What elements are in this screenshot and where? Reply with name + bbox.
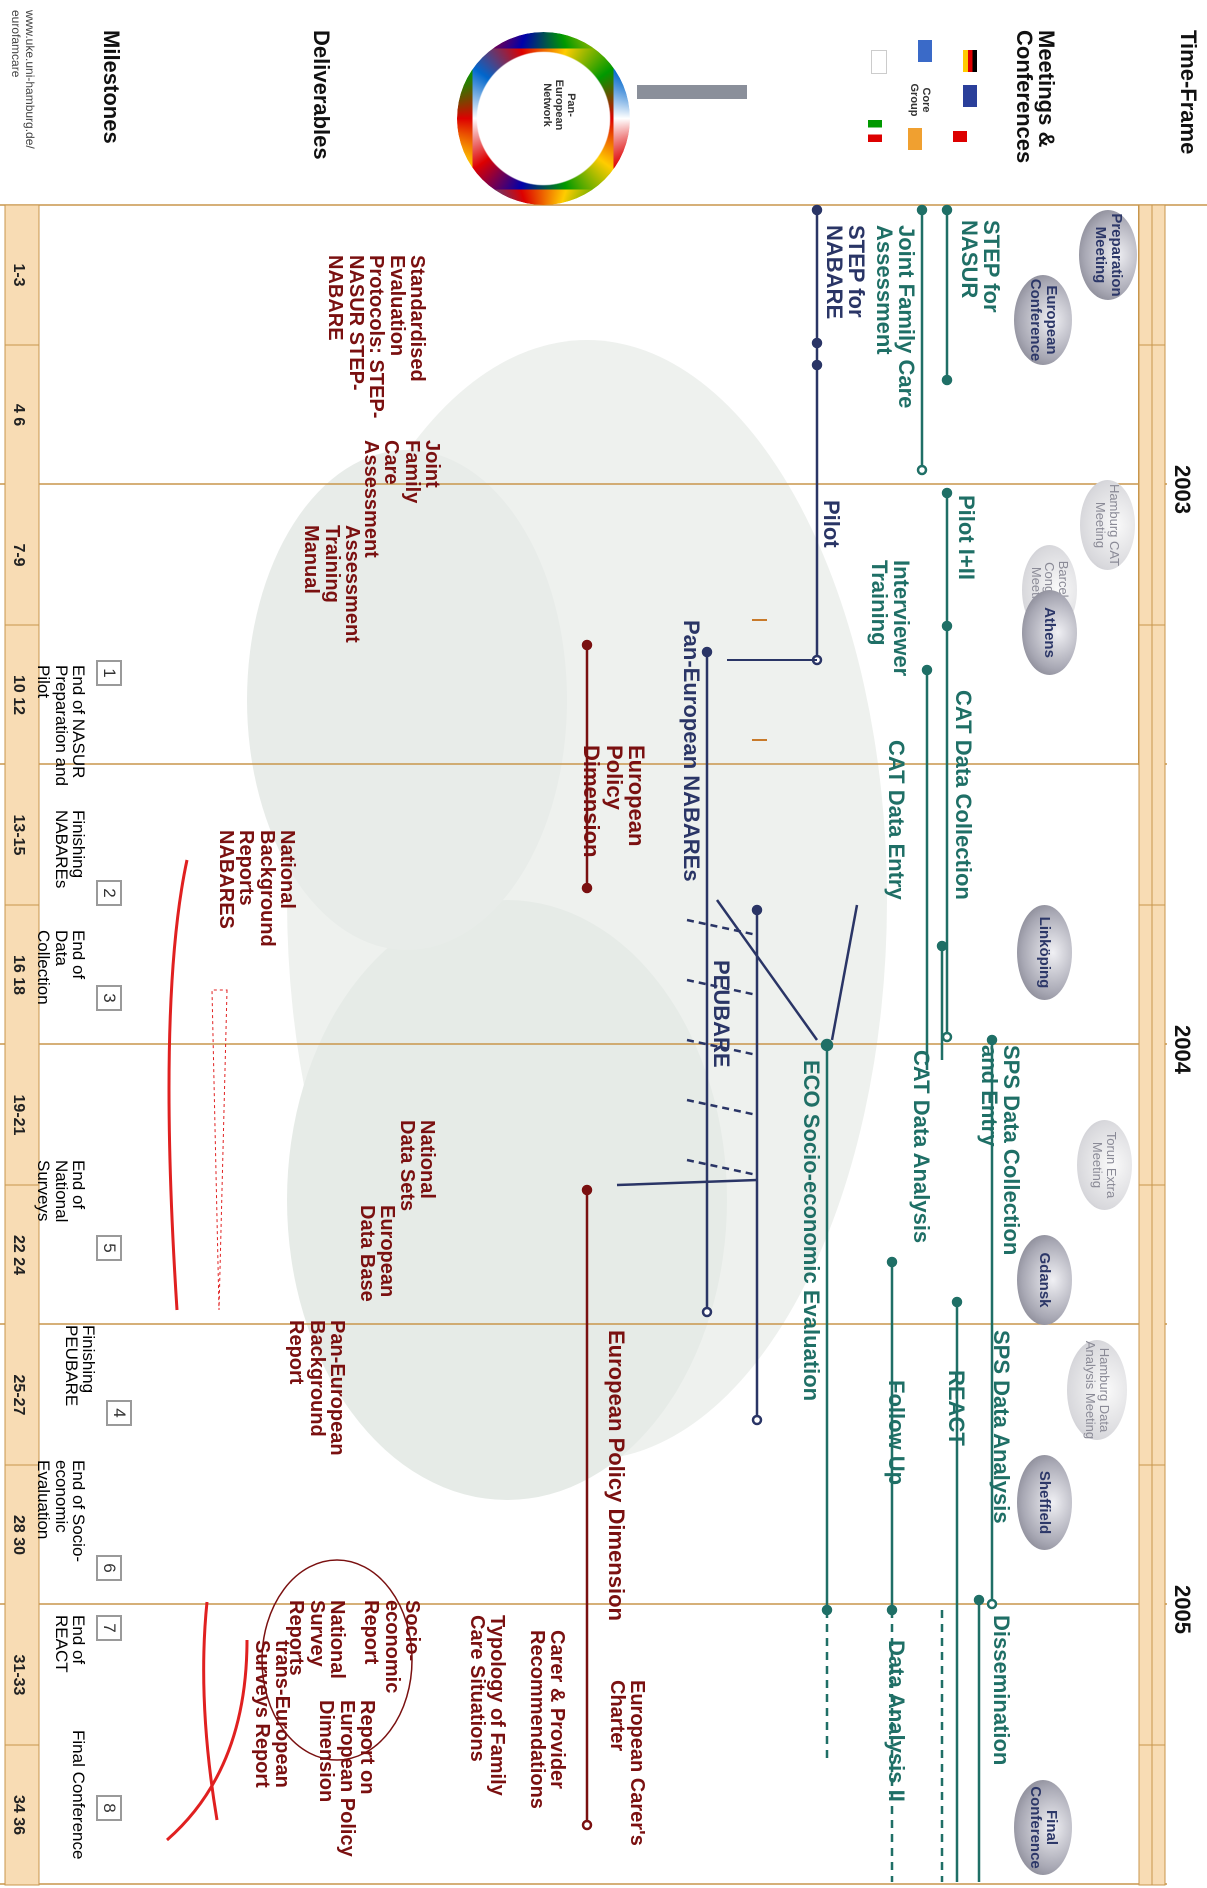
activity-follow-up: Follow Up [884, 1380, 909, 1486]
milestone-number: 3 [96, 985, 122, 1011]
deliverable-national-survey-reports: National Survey Reports [285, 1600, 348, 1679]
pan-european-network: Pan-European Network [457, 20, 642, 205]
period-label: 16 18 [10, 954, 27, 996]
period-label: 4 6 [10, 403, 27, 427]
flag-icon [963, 85, 977, 107]
row-header-meetings: Meetings & Conferences [1011, 30, 1059, 164]
row-header-milestones: Milestones [99, 30, 124, 144]
activity-cat-collection: CAT Data Collection [951, 690, 976, 900]
milestone-number: 8 [96, 1795, 122, 1821]
milestone-number: 7 [96, 1615, 122, 1641]
activity-interviewer-training: Interviewer Training [866, 560, 914, 677]
milestone-text: Final Conference [69, 1730, 88, 1860]
deliverable-national-data-sets: National Data Sets [395, 1120, 438, 1212]
flag-icon [868, 120, 882, 142]
meeting-final-conference: Final Conference [1014, 1780, 1072, 1875]
meeting-torun: Torun Extra Meeting [1077, 1120, 1132, 1210]
milestone-text: End of Data Collection [34, 930, 88, 1005]
deliverable-pan-european-report: Pan-European Background Report [285, 1320, 348, 1456]
network-label: Pan-European Network [540, 79, 577, 131]
flag-icon [953, 120, 967, 142]
period-label: 10 12 [10, 674, 27, 716]
milestone-number: 2 [96, 880, 122, 906]
deliverable-carer-provider-recommendations: Carer & Provider Recommendations [525, 1630, 568, 1809]
milestone-text: End of NASUR Preparation and Pilot [34, 665, 88, 786]
activity-cat-entry: CAT Data Entry [884, 740, 909, 900]
deliverable-nabares: National Background Reports NABARES [214, 830, 298, 947]
activity-european-policy-dimension-1: European Policy Dimension [579, 745, 649, 858]
milestone-number: 4 [106, 1400, 132, 1426]
milestone-text: Finishing PEUBARE [61, 1325, 98, 1407]
period-label: 7-9 [10, 543, 27, 567]
milestone-text: Finishing NABAREs [51, 810, 88, 889]
meeting-european-conference: European Conference [1014, 275, 1072, 365]
meeting-hamburg-data-analysis: Hamburg Data Analysis Meeting [1067, 1340, 1127, 1440]
deliverable-step-protocols: Standardised Evaluation Protocols: STEP-… [324, 255, 428, 419]
period-label: 1-3 [10, 263, 27, 287]
deliverable-trans-european-report: trans-European Surveys Report [250, 1640, 293, 1788]
activity-step-nasur: STEP for NASUR [956, 220, 1004, 313]
activity-sps-collection: SPS Data Collection and Entry [976, 1045, 1024, 1256]
activity-data-analysis-2: Data Analysis II [884, 1640, 909, 1802]
meeting-sheffield: Sheffield [1017, 1455, 1072, 1550]
activity-peubare: PEUBARE [709, 960, 734, 1068]
row-header-time-frame: Time-Frame [1176, 30, 1201, 155]
activity-pan-european-nabares: Pan-European NABAREs [679, 620, 704, 882]
credit-url: www.uke.uni-hamburg.de/ eurofamcare [9, 10, 37, 149]
deliverable-joint-fca: Joint Family Care Assessment [359, 440, 443, 558]
milestone-text: End of National Surveys [34, 1160, 88, 1223]
milestone-number: 6 [96, 1555, 122, 1581]
activity-cat-analysis: CAT Data Analysis [909, 1050, 934, 1244]
period-label: 31-33 [10, 1654, 27, 1696]
deliverable-typology: Typology of Family Care Situations [465, 1615, 508, 1796]
activity-sps-analysis: SPS Data Analysis [989, 1330, 1014, 1524]
meeting-athens: Athens [1022, 590, 1077, 675]
period-label: 28 30 [10, 1514, 27, 1556]
period-label: 22 24 [10, 1234, 27, 1276]
activity-step-nabare: STEP for NABARE [821, 225, 869, 320]
meeting-gdansk: Gdansk [1017, 1235, 1072, 1325]
activity-european-policy-dimension-2: European Policy Dimension [604, 1330, 629, 1621]
meeting-linkoping: Linköping [1017, 905, 1072, 1000]
meeting-preparation: Preparation Meeting [1079, 210, 1137, 300]
core-group-label: Core Group [907, 83, 932, 117]
deliverable-european-data-base: European Data Base [355, 1205, 398, 1302]
year-label: 2004 [1170, 1025, 1195, 1074]
activity-joint-fca: Joint Family Care Assessment [871, 225, 919, 409]
deliverable-training-manual: Assessment Training Manual [300, 525, 363, 643]
deliverable-policy-dimension-report: Report on European Policy Dimension [315, 1700, 378, 1857]
milestone-text: End of REACT [51, 1615, 88, 1673]
period-label: 13-15 [10, 814, 27, 856]
flag-icon [908, 128, 922, 150]
milestone-text: End of Socio-economic Evaluation [34, 1460, 88, 1563]
meeting-hamburg-cat: Hamburg CAT Meeting [1080, 480, 1135, 570]
deliverable-carers-charter: European Carer's Charter [605, 1680, 648, 1846]
activity-eco: ECO Socio-economic Evaluation [799, 1060, 824, 1402]
year-label: 2005 [1170, 1585, 1195, 1634]
milestone-number: 1 [96, 660, 122, 686]
period-label: 34 36 [10, 1794, 27, 1836]
period-label: 25-27 [10, 1374, 27, 1416]
flag-icon [963, 50, 977, 72]
year-label: 2003 [1170, 465, 1195, 514]
activity-react: REACT [944, 1370, 969, 1446]
activity-dissemination: Dissemination [989, 1615, 1014, 1766]
flag-icon [918, 40, 932, 62]
activity-pilot: Pilot [819, 500, 844, 548]
flag-icon [871, 50, 887, 74]
milestone-number: 5 [96, 1235, 122, 1261]
period-label: 19-21 [10, 1094, 27, 1136]
core-group: Core Group [857, 40, 977, 160]
row-header-deliverables: Deliverables [309, 30, 334, 160]
activity-pilot-1-2: Pilot I+II [954, 495, 979, 580]
deliverable-socio-economic-report: Socio-economic Report [360, 1600, 423, 1694]
